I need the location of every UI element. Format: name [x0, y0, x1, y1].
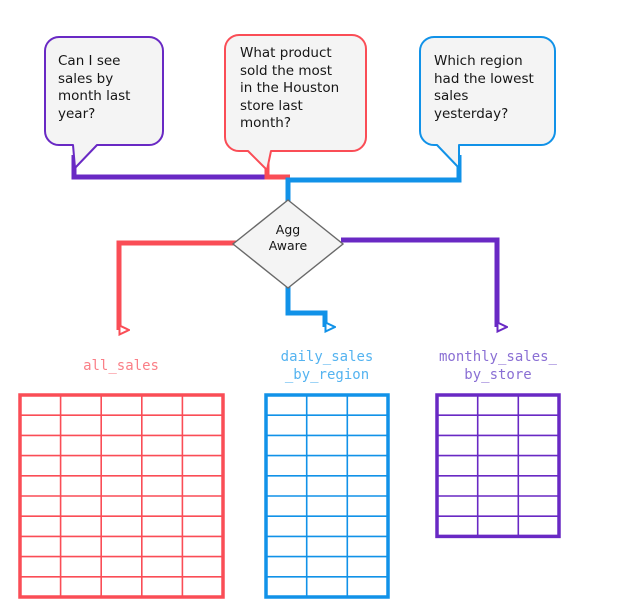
connector-blue-inbound [285, 155, 462, 212]
connector-pink-to-all-sales [116, 240, 236, 330]
speech-bubble-question-sales-by-month[interactable] [44, 36, 164, 169]
table-grid-monthly-sales-by-store[interactable] [435, 393, 561, 539]
bubble-shape-2 [224, 34, 367, 171]
connector-purple-to-monthly-sales [341, 237, 497, 327]
question-text-houston-product: What product sold the most in the Housto… [240, 45, 340, 131]
table-label-all-sales: all_sales [83, 358, 159, 374]
table-label-daily-sales-by-region: daily_sales _by_region [280, 349, 374, 383]
speech-bubble-question-lowest-region[interactable] [419, 36, 556, 169]
table-grid-all-sales[interactable] [18, 393, 225, 599]
table-grid-daily-sales-by-region[interactable] [264, 393, 390, 599]
connector-purple-inbound [71, 155, 272, 180]
speech-bubble-question-houston-product[interactable] [224, 34, 367, 171]
question-text-lowest-region: Which region had the lowest sales yester… [434, 53, 534, 122]
bubble-shape-1 [44, 36, 164, 169]
connector-blue-to-daily-sales [285, 277, 325, 327]
bubble-shape-3 [419, 36, 556, 169]
diamond-shape [231, 199, 345, 289]
table-label-monthly-sales-by-store: monthly_sales_ by_store [438, 349, 557, 383]
question-text-sales-by-month: Can I see sales by month last year? [58, 53, 131, 122]
agg-aware-label: Agg Aware [268, 222, 308, 253]
agg-aware-diamond[interactable] [231, 199, 345, 289]
